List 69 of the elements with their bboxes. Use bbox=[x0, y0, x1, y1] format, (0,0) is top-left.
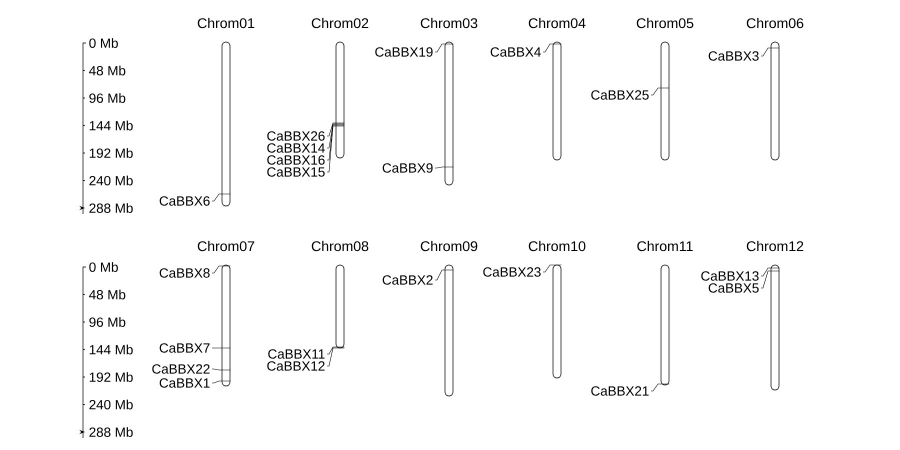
scale-label: 96 Mb bbox=[89, 93, 126, 103]
gene-label: CaBBX13 bbox=[701, 271, 759, 281]
scale-label: 144 Mb bbox=[90, 120, 133, 130]
gene-label: CaBBX8 bbox=[160, 268, 210, 278]
gene-label: CaBBX16 bbox=[267, 155, 325, 165]
node-label: Chrom08 bbox=[312, 240, 368, 252]
gene-label: CaBBX11 bbox=[268, 349, 325, 359]
leader-line bbox=[212, 368, 231, 370]
node-label: Chrom06 bbox=[746, 18, 804, 28]
leader-line bbox=[434, 166, 454, 168]
node-label: Chrom12 bbox=[746, 240, 804, 252]
leader-line bbox=[326, 348, 345, 366]
gene-label: CaBBX5 bbox=[708, 283, 759, 293]
leader-line bbox=[760, 268, 780, 276]
scale-label: 240 Mb bbox=[89, 176, 133, 186]
leader-line bbox=[326, 346, 345, 354]
chromosome: Chrom11 bbox=[637, 240, 693, 386]
gene-label: CaBBX22 bbox=[152, 364, 210, 374]
gene-label: CaBBX14 bbox=[267, 143, 325, 153]
leader-line bbox=[650, 88, 670, 96]
leader-line bbox=[542, 264, 562, 272]
scale-label: 288 Mb bbox=[89, 427, 133, 437]
gene-label: CaBBX25 bbox=[591, 90, 649, 100]
gene-label: CaBBX2 bbox=[382, 275, 433, 285]
leader-line bbox=[434, 270, 454, 280]
gene-label: CaBBX7 bbox=[160, 343, 210, 353]
gene-label: CaBBX6 bbox=[160, 196, 210, 206]
node-label: Chrom09 bbox=[420, 240, 478, 252]
scale-label: 144 Mb bbox=[90, 344, 133, 354]
leader-line bbox=[326, 126, 345, 172]
node-label: Chrom07 bbox=[198, 240, 254, 252]
gene-label: CaBBX1 bbox=[160, 378, 210, 388]
leader-line bbox=[326, 122, 345, 136]
gene-label: CaBBX9 bbox=[382, 163, 433, 173]
gene-label: CaBBX23 bbox=[483, 267, 541, 277]
leader-line bbox=[650, 384, 670, 392]
node-label: Chrom10 bbox=[528, 240, 586, 252]
leader-line bbox=[326, 124, 345, 160]
scale-label: 48 Mb bbox=[89, 290, 126, 300]
gene-label: CaBBX3 bbox=[708, 51, 759, 61]
gene-label: CaBBX21 bbox=[591, 386, 649, 396]
scale-label: 0 Mb bbox=[89, 38, 118, 48]
scale-label: 48 Mb bbox=[89, 66, 126, 76]
leader-line bbox=[434, 44, 454, 52]
leader-line bbox=[326, 124, 345, 148]
chromosome: Chrom08 bbox=[312, 240, 368, 348]
leader-line bbox=[212, 380, 231, 384]
node-label: Chrom01 bbox=[198, 18, 254, 28]
node-label: Chrom02 bbox=[312, 18, 368, 28]
node-label: Chrom05 bbox=[636, 18, 694, 28]
leader-line bbox=[760, 48, 780, 56]
gene-label: CaBBX12 bbox=[267, 361, 325, 371]
node-label: Chrom11 bbox=[637, 240, 693, 252]
node-label: Chrom03 bbox=[420, 18, 478, 28]
scale-label: 192 Mb bbox=[90, 148, 133, 158]
leader-line bbox=[542, 44, 562, 52]
gene-label: CaBBX15 bbox=[267, 167, 325, 177]
leader-line bbox=[760, 270, 780, 288]
scale-label: 0 Mb bbox=[89, 262, 118, 272]
scale-label: 288 Mb bbox=[89, 203, 133, 213]
gene-label: CaBBX4 bbox=[490, 47, 541, 57]
leader-line bbox=[212, 266, 231, 274]
scale-label: 192 Mb bbox=[90, 372, 133, 382]
gene-label: CaBBX26 bbox=[267, 131, 325, 141]
leader-line bbox=[212, 194, 231, 202]
gene-label: CaBBX19 bbox=[375, 47, 433, 57]
scale-label: 96 Mb bbox=[89, 317, 126, 327]
node-label: Chrom04 bbox=[528, 18, 586, 28]
scale-label: 240 Mb bbox=[89, 400, 133, 410]
